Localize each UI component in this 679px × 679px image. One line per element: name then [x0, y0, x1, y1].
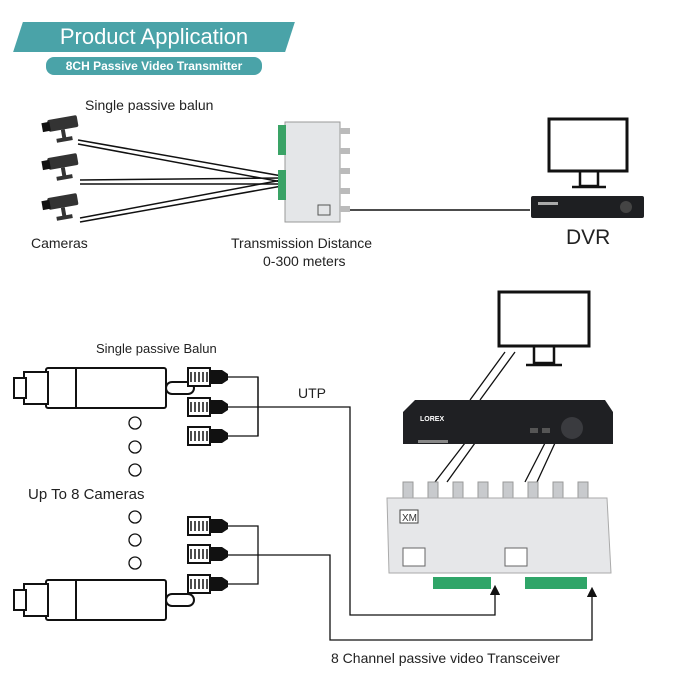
balun-connector [187, 544, 229, 564]
cameras-label: Cameras [31, 235, 88, 251]
subtitle-pill: 8CH Passive Video Transmitter [46, 57, 262, 75]
balun-connector [187, 397, 229, 417]
transceiver-label: 8 Channel passive video Transceiver [331, 650, 560, 666]
camera-icon [13, 579, 195, 621]
balun-connector [187, 367, 229, 387]
ellipsis-dots [128, 416, 142, 570]
transmitter-box [278, 121, 350, 223]
top-balun-label: Single passive balun [85, 97, 214, 113]
box-logo: XM [402, 513, 417, 524]
camera-cables [77, 139, 530, 223]
distance-value: 0-300 meters [263, 253, 346, 269]
dvr-device: LOREX [403, 400, 613, 444]
utp-cables [228, 376, 592, 641]
bottom-balun-label: Single passive Balun [96, 341, 217, 356]
transceiver-box: XM [386, 481, 612, 589]
camera-icon [41, 114, 81, 145]
page-title: Product Application [59, 24, 249, 49]
balun-connector [187, 574, 229, 594]
camera-icon [41, 152, 81, 183]
dvr-brand-logo: LOREX [420, 416, 444, 423]
monitor-icon [497, 290, 591, 367]
camera-icon [41, 192, 81, 223]
balun-connector [187, 516, 229, 536]
balun-connector [187, 426, 229, 446]
video-cables [434, 351, 556, 483]
dvr-device [531, 196, 644, 218]
utp-label: UTP [298, 385, 326, 401]
up-to-8-cameras-label: Up To 8 Cameras [28, 486, 145, 503]
monitor-icon [547, 117, 629, 189]
dvr-label: DVR [566, 226, 611, 249]
camera-icon [13, 367, 195, 409]
distance-label: Transmission Distance [231, 235, 373, 251]
